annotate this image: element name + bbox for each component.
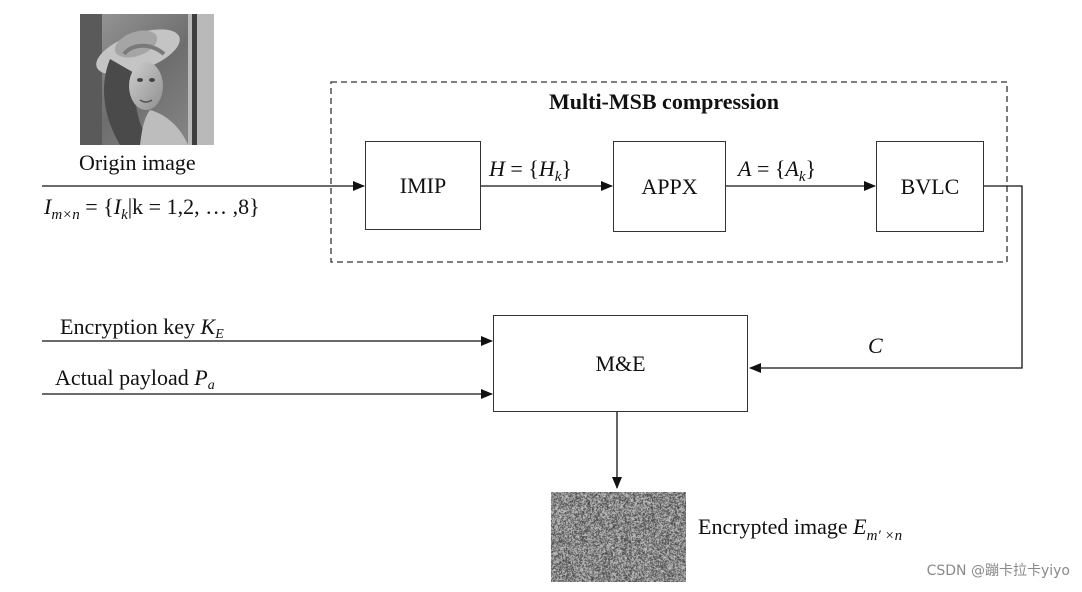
origin-image-caption: Origin image [79,150,196,175]
actual-payload-sub: a [207,378,215,393]
imip-label: IMIP [399,172,447,198]
appx-block: APPX [613,141,726,232]
imip-block: IMIP [365,141,481,230]
encrypted-image-caption: Encrypted image Em′ ×n [698,516,902,544]
h-inner: H [538,156,555,181]
h-close: } [561,156,572,181]
h-eq: = { [504,156,539,181]
portrait-photo-icon [80,14,214,145]
watermark: CSDN @蹦卡拉卡yiyo [926,563,1070,579]
encryption-key-sub: E [215,327,224,342]
input-ik-sub: k [121,207,128,223]
a-flow-label: A = {Ak} [738,158,816,185]
c-arrow [749,185,1023,373]
compression-group-title: Multi-MSB compression [549,89,779,114]
bvlc-label: BVLC [900,173,960,199]
me-label: M&E [595,350,646,376]
c-symbol: C [868,333,883,358]
appx-label: APPX [641,173,698,199]
a-symbol: A [738,156,752,181]
h-inner-sub: k [554,169,562,185]
actual-payload-label: Actual payload Pa [55,367,215,393]
encrypted-image-text: Encrypted image [698,514,854,539]
noise-image-icon [551,492,686,582]
actual-payload-var: P [194,365,208,390]
me-block: M&E [493,315,748,412]
h-flow-label: H = {Hk} [489,158,572,185]
input-set-rest: |k = 1,2, … ,8} [127,194,260,219]
encrypted-image-var: E [853,514,867,539]
c-flow-label: C [868,335,883,357]
encryption-key-text: Encryption key [60,314,201,339]
compression-group-frame [330,81,1008,263]
a-close: } [805,156,817,181]
input-expression: Im×n = {Ik|k = 1,2, … ,8} [44,196,260,223]
actual-payload-text: Actual payload [55,365,195,390]
encryption-key-label: Encryption key KE [60,316,224,342]
encrypted-image [551,492,686,582]
a-eq: = { [751,156,786,181]
h-symbol: H [489,156,505,181]
input-symbol-sub: m×n [51,207,80,223]
input-ik: I [113,194,122,219]
bvlc-block: BVLC [876,141,984,232]
encryption-key-var: K [200,314,216,339]
a-inner: A [785,156,799,181]
input-symbol: I [44,194,52,219]
encrypted-image-sub: m′ ×n [866,528,903,544]
input-eq: = { [79,194,114,219]
a-inner-sub: k [798,169,806,185]
origin-image [80,14,214,145]
